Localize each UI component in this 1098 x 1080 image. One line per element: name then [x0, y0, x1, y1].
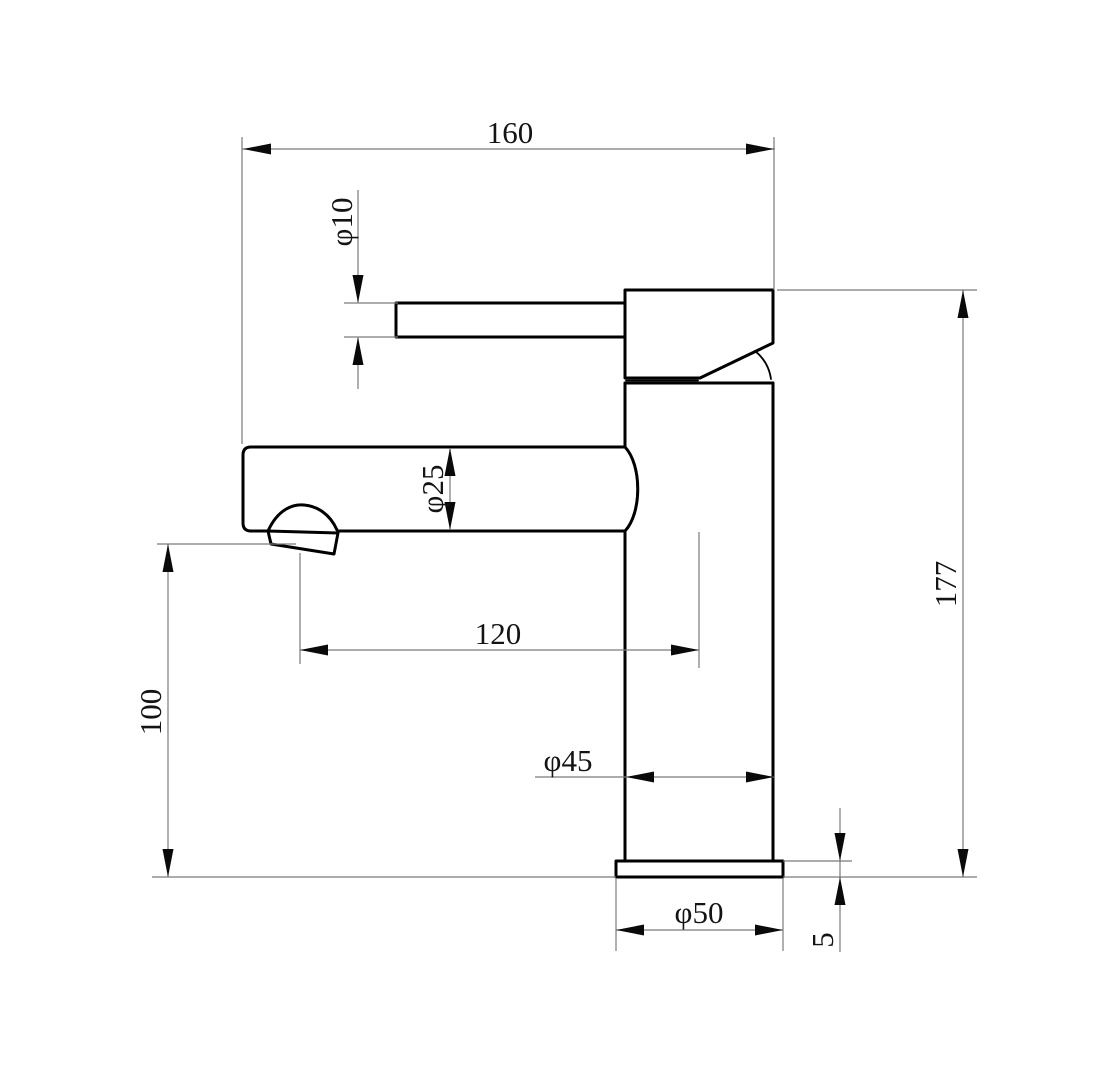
dim-handle-stem-diameter: φ10: [324, 190, 398, 389]
nozzle-dome: [266, 503, 339, 533]
arrowhead-down: [162, 849, 174, 877]
arrowhead-left: [616, 924, 644, 936]
arrowhead-up: [352, 337, 364, 365]
dim-spout-reach-label: 120: [475, 616, 522, 651]
arrowhead-left: [243, 143, 271, 155]
dim-overall-height: 177: [777, 289, 977, 878]
arrowhead-up: [834, 877, 846, 905]
arrowhead-up: [444, 448, 456, 476]
arrowhead-down: [352, 275, 364, 303]
arrowhead-right: [746, 143, 774, 155]
arrowhead-down: [957, 849, 969, 877]
dim-spout-height-label: 100: [133, 689, 168, 736]
handle-lever-outline: [394, 301, 627, 339]
dim-overall-width: 160: [241, 115, 775, 444]
dim-base-thickness-label: 5: [805, 932, 840, 948]
handle-angle-arc: [754, 350, 772, 380]
dim-overall-width-label: 160: [487, 115, 534, 150]
faucet-outline: [241, 288, 785, 879]
nozzle-cap: [266, 529, 340, 556]
arrowhead-down: [444, 502, 456, 530]
dim-base-diameter-label: φ50: [675, 895, 724, 930]
arrowhead-left: [300, 644, 328, 656]
dim-overall-height-label: 177: [928, 561, 963, 608]
arrowhead-right: [755, 924, 783, 936]
dim-spout-diameter-label: φ25: [415, 465, 450, 514]
handle-block-outline: [623, 288, 775, 380]
dim-handle-stem-label: φ10: [324, 198, 359, 247]
dim-spout-height: 100: [133, 543, 296, 877]
arrowhead-up: [162, 544, 174, 572]
arrowhead-left: [626, 771, 654, 783]
dim-body-diameter-label: φ45: [544, 743, 593, 778]
dim-body-diameter: φ45: [535, 743, 774, 783]
base-plate-outline: [614, 859, 785, 879]
spout-outline: [241, 445, 627, 533]
dim-spout-diameter: φ25: [415, 448, 456, 530]
dim-spout-reach: 120: [299, 532, 700, 668]
body-spout-fillet: [623, 445, 640, 533]
arrowhead-down: [834, 833, 846, 861]
arrowhead-up: [957, 290, 969, 318]
dim-base-thickness: 5: [783, 808, 852, 952]
arrowhead-right: [671, 644, 699, 656]
dim-base-diameter: φ50: [152, 876, 784, 951]
arrowhead-right: [746, 771, 774, 783]
